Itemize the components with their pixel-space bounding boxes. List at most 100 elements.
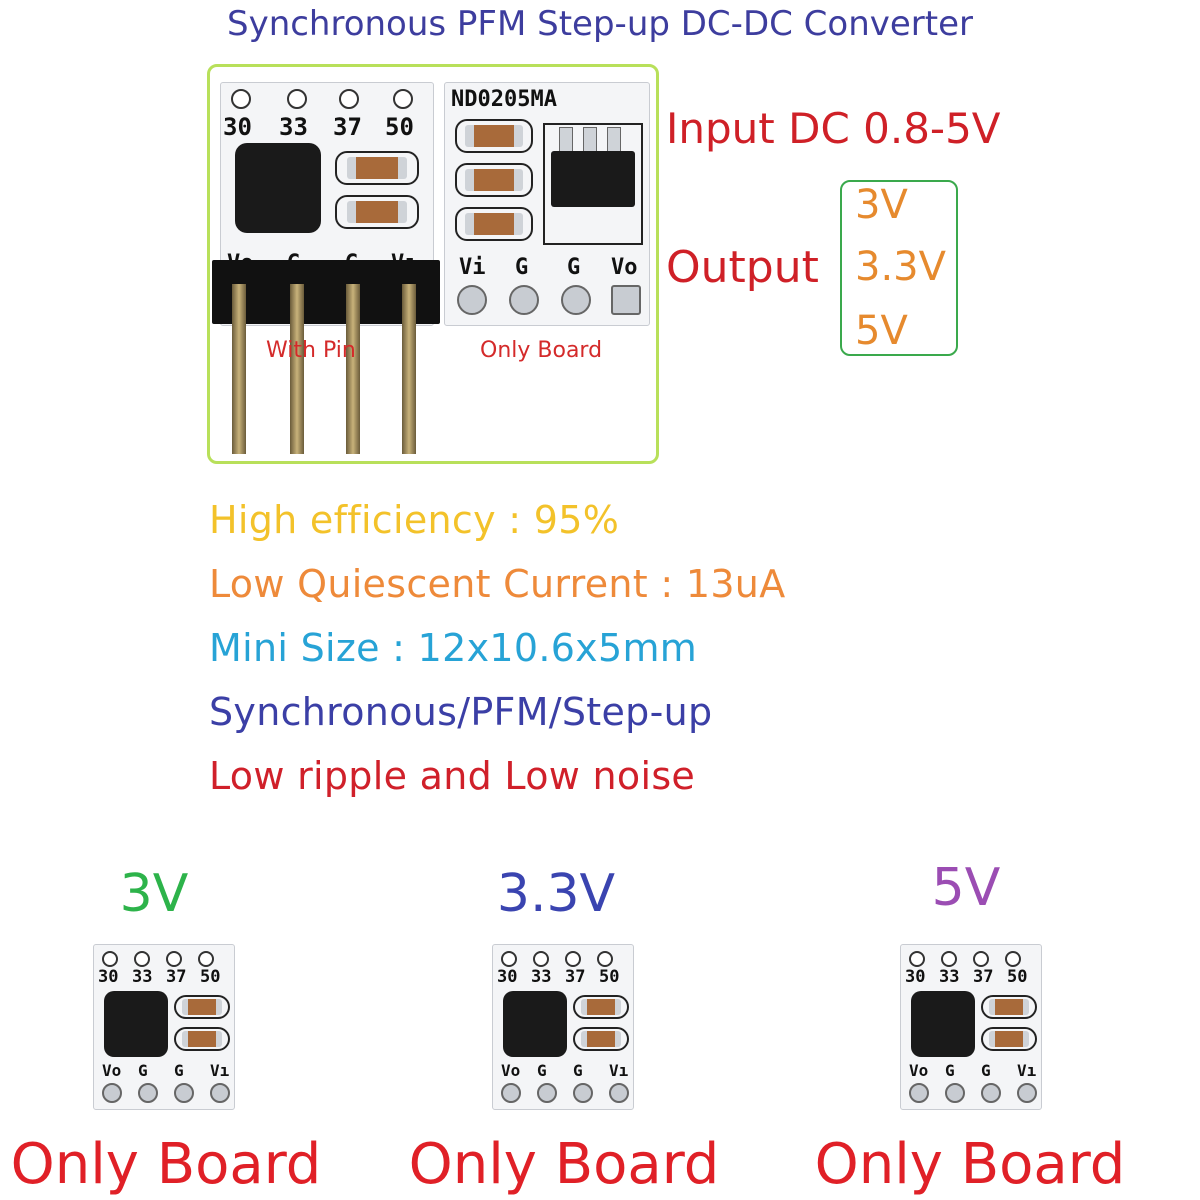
- capacitor-body: [465, 213, 523, 235]
- pin-label-g: G: [515, 255, 529, 280]
- capacitor-icon: [335, 195, 419, 229]
- model-label: ND0205MA: [451, 87, 557, 112]
- jumper-hole-icon: [393, 89, 413, 109]
- inductor-icon: [235, 143, 321, 233]
- inductor-icon: [911, 991, 975, 1057]
- capacitor-icon: [981, 995, 1037, 1019]
- pad-icon: [909, 1083, 929, 1103]
- jumper-hole-icon: [501, 951, 517, 967]
- variant-voltage-5v: 5V: [931, 858, 1001, 918]
- mini-pin-label: G: [945, 1061, 955, 1080]
- jumper-hole-icon: [166, 951, 182, 967]
- silk-label-30: 30: [223, 113, 252, 141]
- pad-icon: [537, 1083, 557, 1103]
- variant-caption-3v: Only Board: [10, 1132, 322, 1197]
- pin-icon: [232, 284, 246, 454]
- output-value-5v: 5V: [855, 308, 908, 354]
- pad-icon: [138, 1083, 158, 1103]
- mini-pin-label: G: [981, 1061, 991, 1080]
- spec-noise: Low ripple and Low noise: [209, 754, 696, 798]
- pin-icon: [290, 284, 304, 454]
- inductor-icon: [503, 991, 567, 1057]
- output-label: Output: [666, 242, 819, 293]
- mini-silk-top-label: 33: [939, 967, 960, 987]
- pad-icon: [981, 1083, 1001, 1103]
- mini-pin-label: Vı: [210, 1061, 230, 1080]
- capacitor-icon: [455, 119, 533, 153]
- silk-label-37: 37: [333, 113, 362, 141]
- mini-silk-top-label: 33: [531, 967, 552, 987]
- mini-silk-top-label: 37: [166, 967, 187, 987]
- jumper-hole-icon: [973, 951, 989, 967]
- variant-voltage-3v: 3V: [119, 864, 189, 924]
- pad-icon: [174, 1083, 194, 1103]
- mini-pin-label: G: [537, 1061, 547, 1080]
- mini-silk-top-label: 30: [905, 967, 926, 987]
- pad-icon: [611, 285, 641, 315]
- mini-silk-top-label: 37: [973, 967, 994, 987]
- mini-silk-top-label: 33: [132, 967, 153, 987]
- mini-pin-label: G: [138, 1061, 148, 1080]
- capacitor-icon: [573, 995, 629, 1019]
- output-value-3v: 3V: [855, 182, 908, 228]
- jumper-hole-icon: [134, 951, 150, 967]
- pad-icon: [573, 1083, 593, 1103]
- capacitor-icon: [981, 1027, 1037, 1051]
- pad-icon: [457, 285, 487, 315]
- variant-caption-5v: Only Board: [814, 1132, 1126, 1197]
- sot-pin-icon: [607, 127, 621, 153]
- pad-icon: [945, 1083, 965, 1103]
- capacitor-body: [347, 201, 407, 223]
- only-board-caption: Only Board: [480, 338, 603, 363]
- capacitor-icon: [573, 1027, 629, 1051]
- variant-voltage-3-3v: 3.3V: [496, 864, 616, 924]
- capacitor-icon: [455, 163, 533, 197]
- regulator-chip-icon: [551, 151, 635, 207]
- pad-icon: [609, 1083, 629, 1103]
- jumper-hole-icon: [287, 89, 307, 109]
- jumper-hole-icon: [533, 951, 549, 967]
- pin-label-g: G: [567, 255, 581, 280]
- capacitor-body: [989, 999, 1029, 1015]
- pad-icon: [509, 285, 539, 315]
- capacitor-body: [465, 169, 523, 191]
- mini-pin-label: Vo: [909, 1061, 929, 1080]
- regulator-outline: [543, 123, 643, 245]
- jumper-hole-icon: [102, 951, 118, 967]
- mini-silk-top-label: 50: [200, 967, 221, 987]
- mini-pin-label: Vo: [501, 1061, 521, 1080]
- mini-pin-label: Vı: [1017, 1061, 1037, 1080]
- mini-pin-label: Vı: [609, 1061, 629, 1080]
- page-title: Synchronous PFM Step-up DC-DC Converter: [226, 4, 974, 44]
- spec-type: Synchronous/PFM/Step-up: [209, 690, 713, 734]
- capacitor-icon: [174, 1027, 230, 1051]
- mini-pin-label: Vo: [102, 1061, 122, 1080]
- jumper-hole-icon: [339, 89, 359, 109]
- pad-icon: [501, 1083, 521, 1103]
- spec-efficiency: High efficiency : 95%: [209, 498, 620, 542]
- capacitor-body: [581, 1031, 621, 1047]
- jumper-hole-icon: [597, 951, 613, 967]
- output-values-box: [840, 180, 958, 356]
- spec-size: Mini Size : 12x10.6x5mm: [209, 626, 698, 670]
- jumper-hole-icon: [231, 89, 251, 109]
- jumper-hole-icon: [941, 951, 957, 967]
- capacitor-body: [581, 999, 621, 1015]
- sot-pin-icon: [559, 127, 573, 153]
- mini-silk-top-label: 37: [565, 967, 586, 987]
- capacitor-icon: [455, 207, 533, 241]
- mini-pin-label: G: [573, 1061, 583, 1080]
- sot-pin-icon: [583, 127, 597, 153]
- capacitor-body: [182, 999, 222, 1015]
- capacitor-body: [989, 1031, 1029, 1047]
- capacitor-body: [347, 157, 407, 179]
- pin-label-vo: Vo: [611, 255, 638, 280]
- jumper-hole-icon: [909, 951, 925, 967]
- jumper-hole-icon: [565, 951, 581, 967]
- pin-label-vi: Vi: [459, 255, 486, 280]
- spec-quiescent-current: Low Quiescent Current : 13uA: [209, 562, 786, 606]
- jumper-hole-icon: [198, 951, 214, 967]
